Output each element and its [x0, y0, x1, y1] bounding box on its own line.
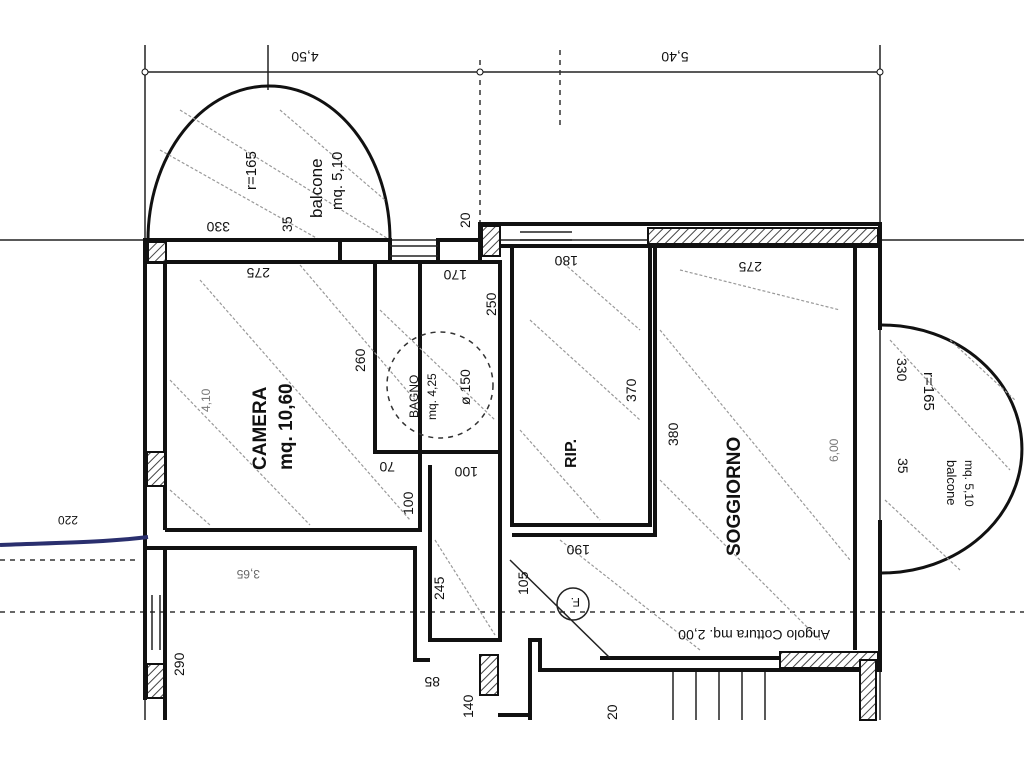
flue-label: F.	[571, 595, 580, 609]
balcony-right-name: balcone	[944, 460, 959, 506]
balcony-top-area: mq. 5,10	[329, 152, 346, 210]
balcony-top	[146, 84, 392, 241]
walls	[143, 222, 882, 721]
dim-left-width: 4,50	[291, 49, 318, 65]
turning-circle	[386, 331, 494, 439]
pen-mark	[0, 535, 149, 547]
camera-door: 70	[379, 459, 395, 475]
bagno-name: BAGNO	[407, 375, 421, 418]
balcony-right-area: mq. 5,10	[962, 460, 976, 507]
rip-width: 180	[554, 253, 578, 269]
balcony-right-radius: r=165	[920, 372, 937, 411]
flue-symbol	[556, 587, 590, 621]
camera-name: CAMERA	[250, 386, 271, 470]
dim-left-arrow: 220	[58, 513, 78, 527]
corridor-length: 245	[431, 576, 447, 600]
angolo-cottura-label: Angolo Cottura mq. 2,00	[678, 627, 830, 643]
balcony-top-name: balcone	[307, 158, 326, 218]
camera-door2: 100	[400, 491, 416, 515]
dim-entry-depth: 140	[460, 694, 476, 718]
dim-stair-left: 290	[171, 652, 187, 676]
bagno-door: 100	[454, 464, 478, 480]
soggiorno-width: 275	[738, 259, 762, 275]
bagno-depth: 250	[483, 292, 499, 316]
soggiorno-name: SOGGIORNO	[724, 437, 745, 556]
soggiorno-depth: 380	[665, 422, 681, 446]
rip-name: RIP.	[563, 439, 580, 468]
dim-entry: 85	[424, 674, 440, 690]
bagno-circle-diameter: ø 150	[457, 369, 473, 405]
balcony-right	[881, 323, 1024, 575]
dim-hall: 3,65	[236, 567, 260, 581]
bagno-area: mq. 4,25	[425, 373, 439, 420]
dim-right-width: 5,40	[661, 49, 688, 65]
corridor-width: 105	[515, 571, 531, 595]
rip-depth: 370	[623, 378, 639, 402]
dim-step: 20	[604, 704, 620, 720]
balcony-top-width: 330	[206, 219, 230, 235]
camera-depth: 260	[352, 348, 368, 372]
balcony-right-width: 330	[894, 358, 910, 382]
balcony-top-depth: 35	[279, 216, 295, 232]
camera-width: 275	[246, 265, 270, 281]
soggiorno-height: 6,00	[827, 438, 841, 462]
soggiorno-bottom: 190	[566, 542, 590, 558]
camera-height: 4,10	[199, 388, 213, 412]
bagno-width: 170	[443, 267, 467, 283]
floor-hatching	[169, 259, 851, 659]
balcony-right-depth: 35	[895, 458, 911, 474]
wall-thickness-top: 20	[457, 212, 473, 228]
balcony-top-radius: r=165	[243, 151, 260, 190]
camera-area: mq. 10,60	[276, 383, 297, 470]
